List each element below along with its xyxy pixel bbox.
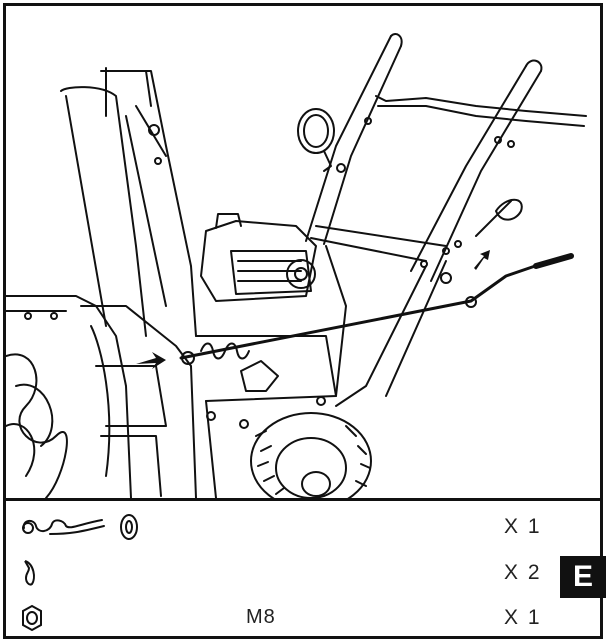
hex-nut-icon — [20, 604, 44, 632]
part-spec: M8 — [246, 606, 276, 628]
parts-row: X 2 — [6, 553, 600, 593]
parts-row: X 1 — [6, 507, 600, 547]
cable-clip-icon — [20, 558, 40, 588]
flat-washer-icon — [118, 512, 140, 542]
assembly-illustration — [6, 6, 600, 498]
parts-list: X 1 X 2 M8 — [6, 501, 600, 636]
divider — [6, 498, 600, 501]
part-quantity: X 1 — [504, 515, 542, 538]
hairpin-clip-icon — [20, 514, 110, 540]
part-quantity: X 1 — [504, 606, 542, 629]
parts-row: M8 X 1 — [6, 598, 600, 638]
part-quantity: X 2 — [504, 561, 542, 584]
snow-blower-drawing — [6, 33, 587, 498]
arrow-up-icon — [474, 250, 490, 270]
section-badge: E — [560, 556, 606, 598]
arrow-right-icon — [136, 352, 166, 369]
instruction-panel: X 1 X 2 M8 — [3, 3, 603, 639]
